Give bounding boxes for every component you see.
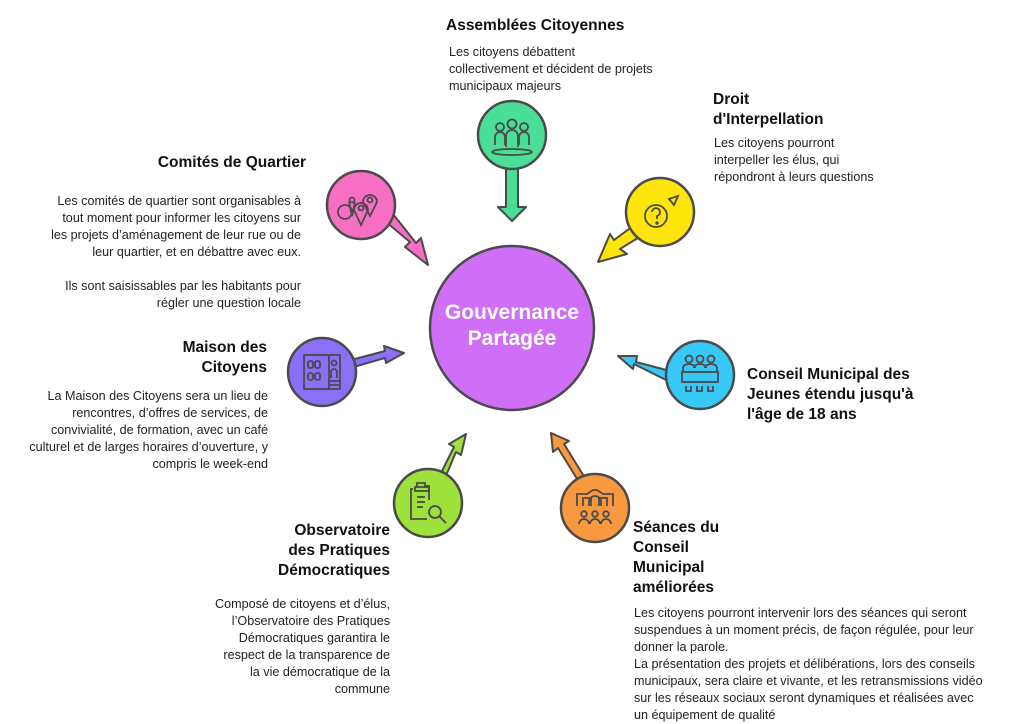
arrow — [497, 164, 527, 222]
node-observatoire — [392, 433, 467, 539]
building-icon — [303, 354, 341, 390]
question-bubble-icon — [644, 194, 680, 228]
node-desc-assemblees: Les citoyens débattent collectivement et… — [449, 45, 653, 93]
center-hub — [428, 244, 596, 412]
node-assemblees — [476, 99, 548, 222]
node-circle — [286, 336, 358, 408]
node-circle — [476, 99, 548, 171]
center-label: Gouvernance Partagée — [444, 301, 580, 350]
node-title-conseil-jeunes: Conseil Municipal des Jeunes étendu jusq… — [747, 366, 914, 423]
node-circle — [559, 472, 631, 544]
clipboard-search-icon — [410, 482, 447, 524]
node-desc-seances: Les citoyens pourront intervenir lors de… — [634, 606, 983, 722]
node-conseil-jeunes — [617, 339, 736, 411]
node-maison — [286, 336, 405, 408]
arrow — [439, 433, 467, 479]
node-desc-interpellation: Les citoyens pourront interpeller les él… — [714, 136, 874, 184]
node-title-seances: Séances du Conseil Municipal améliorées — [633, 519, 720, 596]
node-circle — [392, 467, 464, 539]
node-desc-maison: La Maison des Citoyens sera un lieu de r… — [29, 389, 268, 471]
node-interpellation — [597, 176, 696, 263]
arrow — [385, 213, 429, 266]
node-title-assemblees: Assemblées Citoyennes — [446, 17, 625, 34]
node-title-maison: Maison des Citoyens — [182, 339, 267, 376]
council-table-icon — [681, 354, 719, 392]
arrow — [617, 355, 671, 382]
arrow — [550, 432, 586, 483]
node-seances — [550, 432, 631, 544]
node-desc-observatoire: Composé de citoyens et d’élus, l’Observa… — [214, 597, 390, 696]
map-pins-icon — [337, 194, 378, 228]
assembly-hall-icon — [576, 489, 614, 525]
people-group-icon — [491, 118, 533, 156]
node-title-comites: Comités de Quartier — [157, 154, 306, 171]
node-circle — [664, 339, 736, 411]
node-title-interpellation: Droit d'Interpellation — [713, 91, 824, 128]
node-comites — [325, 169, 429, 266]
node-desc-comites: Les comités de quartier sont organisable… — [51, 194, 301, 310]
node-title-observatoire: Observatoire des Pratiques Démocratiques — [278, 522, 390, 579]
